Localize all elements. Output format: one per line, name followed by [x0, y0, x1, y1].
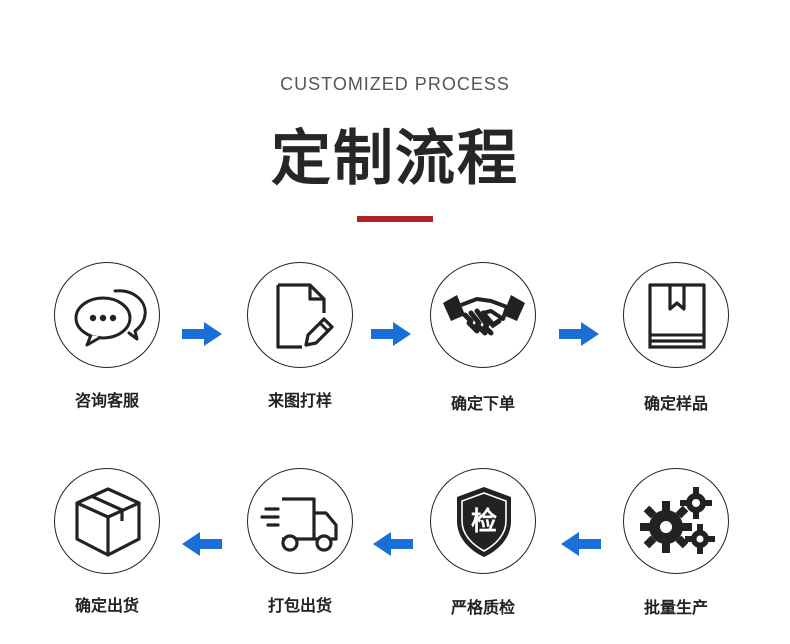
- book-bookmark-icon: [648, 283, 706, 349]
- step-4-label: 确定样品: [643, 394, 708, 413]
- handshake-icon: [443, 295, 525, 336]
- step-2-circle: [247, 262, 353, 368]
- step-2-label: 来图打样: [267, 391, 332, 410]
- section-subtitle: CUSTOMIZED PROCESS: [280, 74, 510, 94]
- step-3-label: 确定下单: [450, 394, 515, 413]
- step-6-label: 严格质检: [450, 598, 515, 617]
- step-7-circle: [247, 468, 353, 574]
- step-1-label: 咨询客服: [74, 391, 139, 410]
- arrow-left-icon: [180, 530, 224, 558]
- arrow-left-icon: [559, 530, 603, 558]
- step-3-circle: [430, 262, 536, 368]
- shield-inspect-icon: [457, 487, 511, 557]
- step-5-label: 批量生产: [643, 598, 708, 617]
- step-8-label: 确定出货: [74, 596, 139, 615]
- step-6-circle: 检: [430, 468, 536, 574]
- delivery-truck-icon: [260, 497, 338, 552]
- page-title: 定制流程: [271, 124, 519, 194]
- step-8-circle: [54, 468, 160, 574]
- chat-bubbles-icon: [74, 289, 147, 347]
- step-4-circle: [623, 262, 729, 368]
- accent-divider: [357, 216, 433, 222]
- shield-badge-text: 检: [470, 507, 497, 537]
- arrow-right-icon: [369, 320, 413, 348]
- package-box-icon: [75, 487, 141, 557]
- step-5-circle: [623, 468, 729, 574]
- step-1-circle: [54, 262, 160, 368]
- arrow-right-icon: [180, 320, 224, 348]
- gears-icon: [640, 487, 715, 554]
- arrow-right-icon: [557, 320, 601, 348]
- step-7-label: 打包出货: [267, 596, 332, 615]
- arrow-left-icon: [371, 530, 415, 558]
- document-edit-icon: [276, 283, 334, 349]
